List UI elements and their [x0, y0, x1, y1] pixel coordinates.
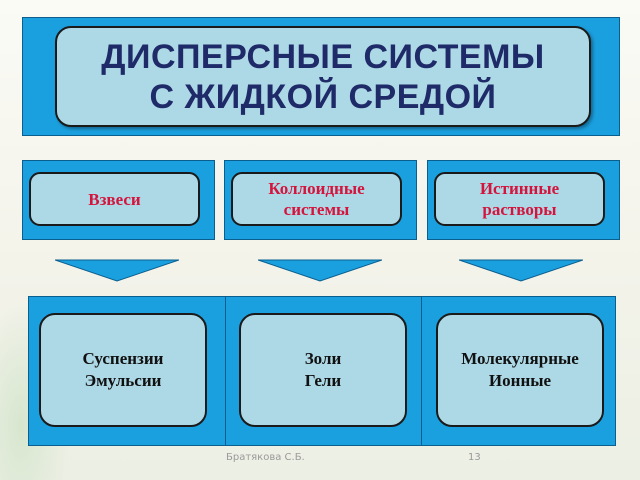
type-label-ionic: Ионные — [488, 371, 552, 390]
category-box-colloids: Коллоидные системы — [231, 172, 402, 226]
type-label-emulsion: Эмульсии — [84, 371, 162, 390]
category-label-colloids-1: Коллоидные — [268, 179, 365, 198]
category-box-suspensions: Взвеси — [29, 172, 200, 226]
page-number: 13 — [468, 452, 481, 463]
title-line-1: ДИСПЕРСНЫЕ СИСТЕМЫ — [101, 37, 545, 76]
category-panel-colloids: Коллоидные системы — [224, 160, 417, 240]
footer-author: Братякова С.Б. — [226, 452, 305, 463]
type-box-true-solutions: Молекулярные Ионные — [436, 313, 604, 427]
type-box-colloids: Золи Гели — [239, 313, 407, 427]
category-panel-true-solutions: Истинные растворы — [427, 160, 620, 240]
type-label-molecular: Молекулярные — [461, 349, 579, 368]
category-label-suspensions: Взвеси — [88, 189, 141, 209]
title-panel: ДИСПЕРСНЫЕ СИСТЕМЫ С ЖИДКОЙ СРЕДОЙ — [22, 17, 620, 136]
type-label-suspension: Суспензии — [82, 349, 164, 368]
panel-divider — [225, 297, 226, 445]
category-label-true-solutions-1: Истинные — [479, 179, 560, 198]
title-line-2: С ЖИДКОЙ СРЕДОЙ — [149, 77, 497, 116]
category-panel-suspensions: Взвеси — [22, 160, 215, 240]
title-box: ДИСПЕРСНЫЕ СИСТЕМЫ С ЖИДКОЙ СРЕДОЙ — [55, 26, 591, 127]
panel-divider — [421, 297, 422, 445]
type-label-sol: Золи — [304, 349, 342, 368]
arrow-down-icon — [55, 259, 179, 282]
category-label-colloids-2: системы — [283, 200, 350, 219]
types-panel: Суспензии Эмульсии Золи Гели Молекулярны… — [28, 296, 616, 446]
arrow-down-icon — [459, 259, 583, 282]
type-label-gel: Гели — [304, 371, 342, 390]
category-box-true-solutions: Истинные растворы — [434, 172, 605, 226]
arrow-down-icon — [258, 259, 382, 282]
type-box-suspensions: Суспензии Эмульсии — [39, 313, 207, 427]
category-label-true-solutions-2: растворы — [482, 200, 557, 219]
